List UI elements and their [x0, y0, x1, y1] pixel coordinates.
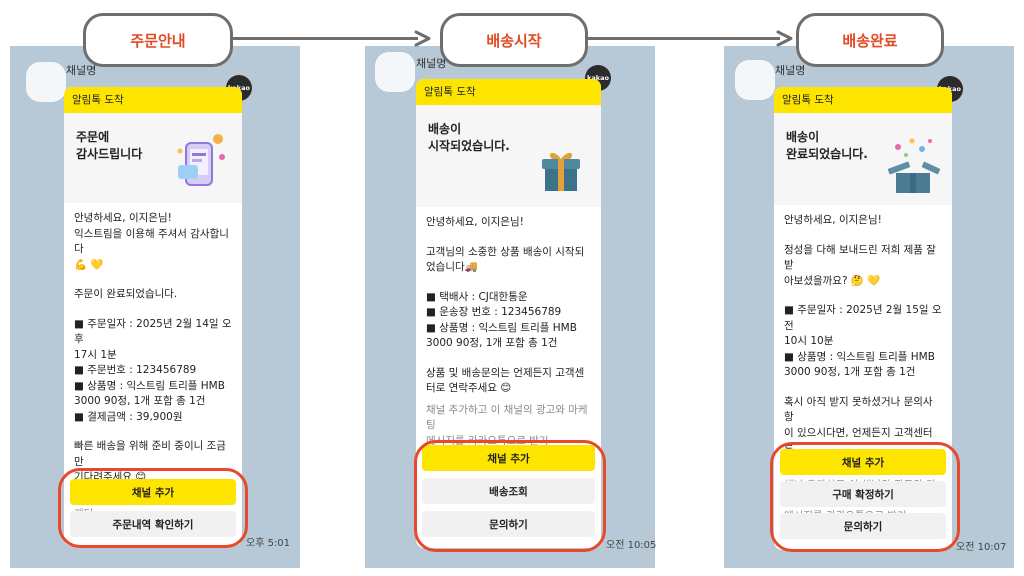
add-channel-button[interactable]: 채널 추가 [422, 445, 595, 471]
channel-name: 채널명 [775, 64, 806, 77]
gift-box-icon [542, 152, 580, 191]
message-card-delivered: 알림톡 도착 배송이 완료되었습니다. 안녕하세요, 이지은님! 정성을 다해 … [774, 87, 952, 550]
message-body: 안녕하세요, 이지은님! 고객님의 소중한 상품 배송이 시작되 었습니다🚚 ■… [416, 207, 601, 449]
message-card-shipping: 알림톡 도착 배송이 시작되었습니다. 안녕하세요, 이지은님! 고객님의 소중… [416, 79, 601, 548]
message-paragraph: 안녕하세요, 이지은님! [426, 216, 524, 228]
message-time: 오후 5:01 [246, 538, 291, 549]
channel-avatar[interactable] [375, 52, 415, 92]
message-paragraph: 주문이 완료되었습니다. [74, 288, 178, 300]
card-header: 알림톡 도착 [64, 87, 242, 113]
message-paragraph: 안녕하세요, 이지은님! 익스트림을 이용해 주셔서 감사합니다 💪 💛 [74, 212, 229, 271]
hero-title: 주문에 감사드립니다 [76, 130, 143, 161]
flow-arrow-line [232, 37, 418, 40]
channel-name: 채널명 [416, 57, 447, 70]
step-order-guide: 주문안내 [83, 13, 233, 67]
open-gift-box-icon [887, 138, 941, 193]
buttons-highlight-ring [770, 442, 960, 552]
message-card-order: 알림톡 도착 주문에 감사드립니다 안녕하세요, 이지은님! 익스트림을 이용해… [64, 87, 242, 546]
message-paragraph: 안녕하세요, 이지은님! [784, 214, 882, 226]
message-paragraph: 상품 및 배송문의는 언제든지 고객센 터로 연락주세요 😊 [426, 366, 585, 395]
card-hero: 배송이 완료되었습니다. [774, 113, 952, 205]
step-shipping-start: 배송시작 [440, 13, 588, 67]
inquiry-button[interactable]: 문의하기 [422, 511, 595, 537]
card-hero: 배송이 시작되었습니다. [416, 105, 601, 207]
arrow-right-icon [414, 30, 431, 47]
confirm-purchase-button[interactable]: 구매 확정하기 [780, 481, 946, 507]
message-paragraph: 정성을 다해 보내드린 저희 제품 잘 받 아보셨을까요? 🤔 💛 [784, 243, 936, 287]
phone-payment-icon [177, 134, 225, 186]
add-channel-button[interactable]: 채널 추가 [70, 479, 236, 505]
add-channel-button[interactable]: 채널 추가 [780, 449, 946, 475]
arrow-right-icon [776, 30, 793, 47]
message-paragraph: ■ 주문일자 : 2025년 2월 15일 오전 10시 10분 ■ 상품명 :… [784, 304, 942, 378]
message-time: 오전 10:07 [956, 542, 1007, 553]
message-time: 오전 10:05 [606, 540, 657, 551]
inquiry-button[interactable]: 문의하기 [780, 513, 946, 539]
card-hero: 주문에 감사드립니다 [64, 113, 242, 203]
message-paragraph: 고객님의 소중한 상품 배송이 시작되 었습니다🚚 [426, 245, 585, 274]
step-delivery-complete: 배송완료 [796, 13, 944, 67]
buttons-highlight-ring [414, 440, 606, 552]
card-header: 알림톡 도착 [416, 79, 601, 105]
view-order-button[interactable]: 주문내역 확인하기 [70, 511, 236, 537]
hero-title: 배송이 시작되었습니다. [428, 122, 510, 153]
hero-title: 배송이 완료되었습니다. [786, 130, 868, 161]
channel-avatar[interactable] [735, 60, 775, 100]
message-paragraph: ■ 택배사 : CJ대한통운 ■ 운송장 번호 : 123456789 ■ 상품… [426, 290, 577, 350]
message-paragraph: ■ 주문일자 : 2025년 2월 14일 오후 17시 1분 ■ 주문번호 :… [74, 317, 232, 423]
track-delivery-button[interactable]: 배송조회 [422, 478, 595, 504]
channel-name: 채널명 [66, 64, 97, 77]
card-header: 알림톡 도착 [774, 87, 952, 113]
flow-arrow-line [586, 37, 780, 40]
buttons-highlight-ring [58, 468, 248, 548]
channel-avatar[interactable] [26, 62, 66, 102]
